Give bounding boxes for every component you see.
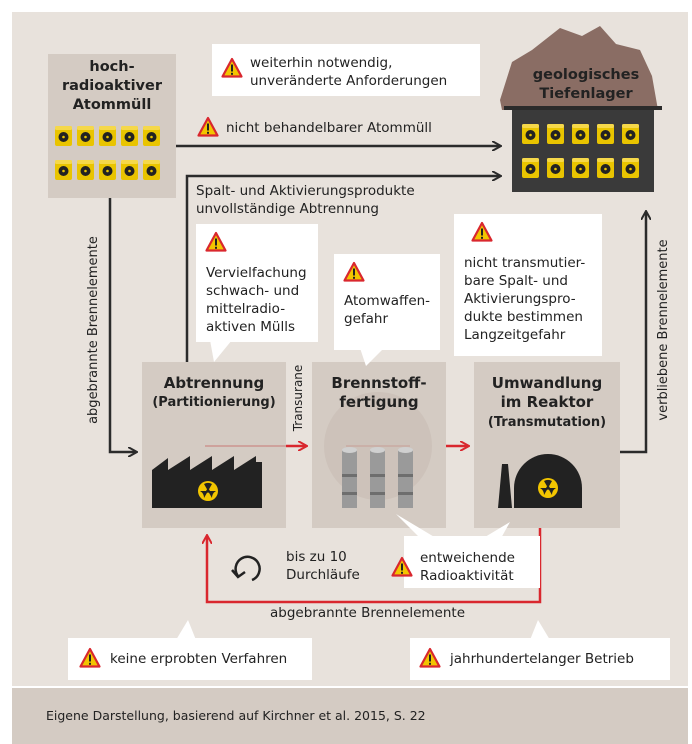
nicht-transmutierbar-callout: nicht transmutier- bare Spalt- und Aktiv… [464,255,586,343]
entweichend-callout: entweichende Radioaktivität [420,550,515,584]
spalt-label: Spalt- und Aktivierungsprodukte unvollst… [196,183,415,217]
nicht-behandelbar-label: nicht behandelbarer Atommüll [226,120,432,136]
mountain-shape [500,26,658,110]
weiterhin-callout: weiterhin notwendig, unveränderte Anford… [250,55,448,89]
verblieben-label: verbliebene Brennelemente [656,239,671,421]
umwandlung-title: Umwandlung im Reaktor [491,374,603,411]
durchlaeufe-label: bis zu 10 Durchläufe [286,549,360,583]
repository-building [512,106,654,192]
atommuell-label: hoch- radioaktiver Atommüll [61,59,162,113]
factory-icon [152,456,262,508]
abgebrannt-left-label: abgebrannte Brennelemente [86,236,101,424]
arrow-abgebrannt-left [108,198,136,452]
reactor-icon [498,454,582,508]
abtrennung-subtitle: (Partitionierung) [152,395,276,410]
keine-erprobten-callout: keine erprobten Verfahren [110,651,288,667]
abtrennung-title: Abtrennung [163,374,265,392]
brennstoff-label: Brennstoff- fertigung [331,374,427,411]
transurane-label: Transurane [291,364,305,432]
vervielfachung-callout: Vervielfachung schwach- und mittelradio-… [206,265,307,335]
umwandlung-subtitle: (Transmutation) [487,415,607,430]
waste-barrels [55,126,160,180]
abgebrannt-bottom-label: abgebrannte Brennelemente [270,605,466,621]
cycle-icon [231,555,261,582]
footer-source: Eigene Darstellung, basierend auf Kirchn… [46,708,426,723]
fuel-rods-icon [324,392,432,508]
jahrhundert-callout: jahrhundertelanger Betrieb [450,651,634,667]
footer-background [12,688,688,744]
warning-icon [197,116,219,137]
arrow-verblieben [620,212,646,454]
arrow-spalt [185,176,500,362]
atomwaffen-callout: Atomwaffen- gefahr [344,293,431,327]
tiefenlager-label: geologisches Tiefenlager [532,67,640,102]
